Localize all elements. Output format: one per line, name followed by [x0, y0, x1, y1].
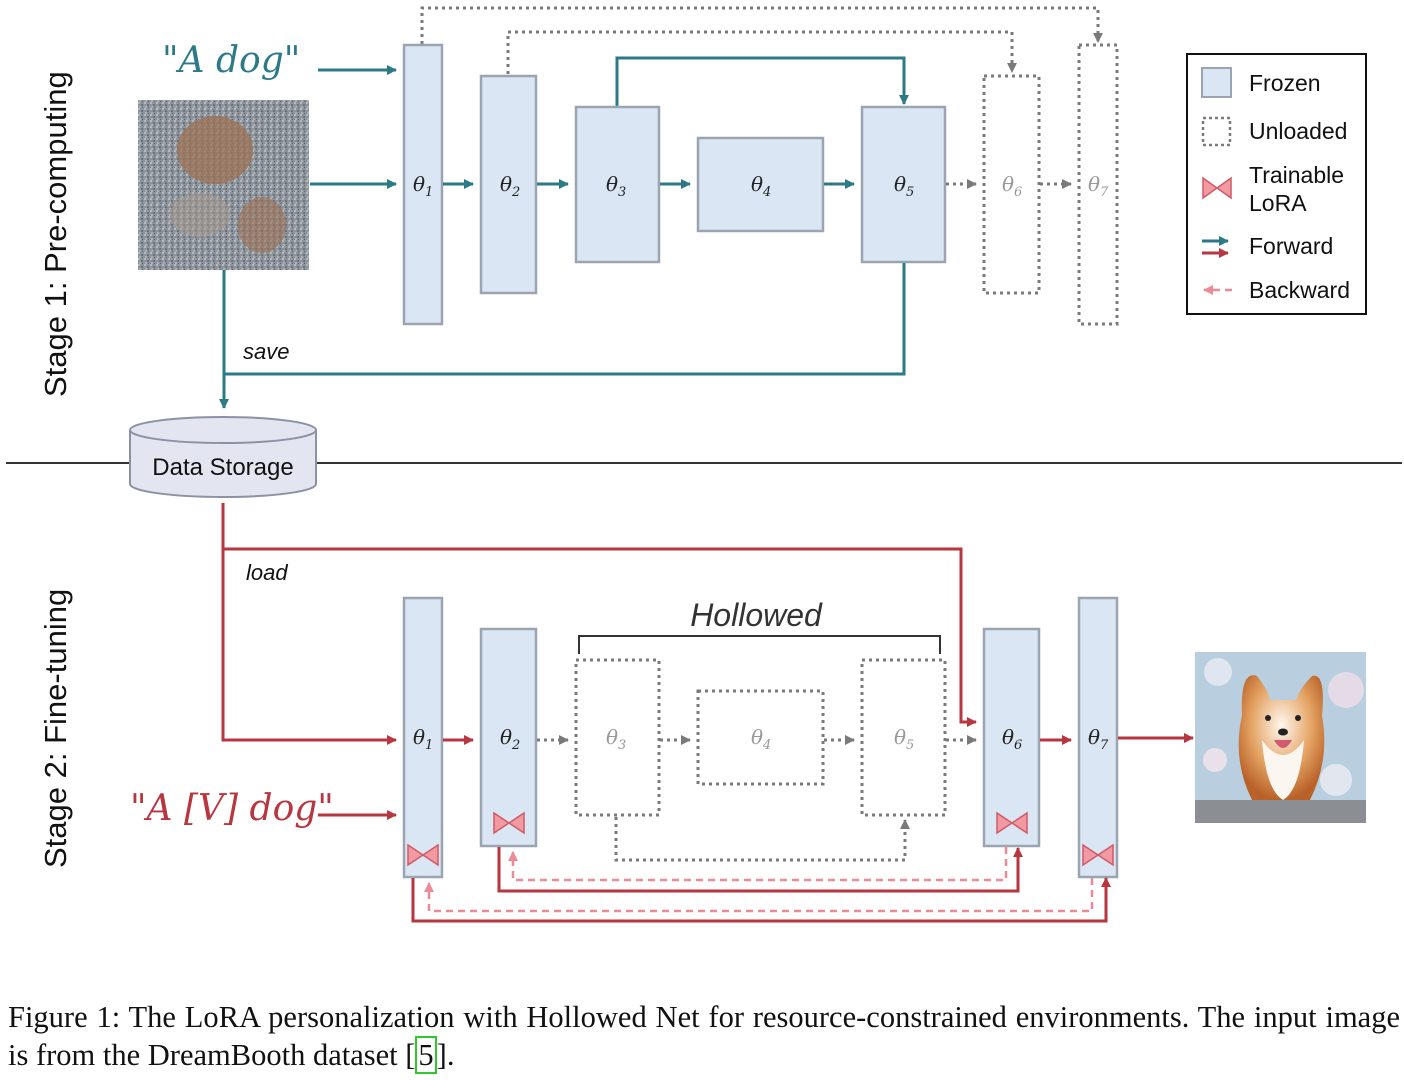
hollowed-label: Hollowed — [690, 597, 823, 633]
legend-forward-icon — [1202, 236, 1229, 258]
load-path — [221, 503, 977, 745]
stage1-prompt: "A dog" — [162, 40, 300, 81]
output-dog-image — [1195, 652, 1366, 823]
s1-block-theta6 — [982, 74, 1041, 295]
save-label: save — [243, 339, 289, 364]
svg-text:θ6: θ6 — [1002, 172, 1022, 200]
s2-block-theta2 — [479, 627, 538, 848]
legend-unloaded-swatch — [1201, 116, 1232, 147]
load-label: load — [246, 560, 288, 585]
lora-icon — [1082, 843, 1114, 867]
hollowed-skip — [614, 817, 910, 862]
s2-block-theta1 — [402, 596, 444, 879]
svg-text:θ3: θ3 — [606, 725, 626, 753]
legend-frozen-label: Frozen — [1249, 70, 1321, 96]
stage1-forward-arrows — [219, 65, 906, 409]
caption-end: ]. — [436, 1038, 455, 1072]
s2-block-theta6 — [982, 627, 1041, 848]
stage1-label: Stage 1: Pre-computing — [38, 71, 73, 397]
legend-backward-label: Backward — [1249, 277, 1350, 303]
hollowed-net-diagram: Stage 1: Pre-computing Stage 2: Fine-tun… — [6, 6, 1402, 923]
stage2-forward-arrows — [411, 733, 1194, 923]
stage1-blocks — [402, 43, 1119, 326]
citation-link[interactable]: 5 — [415, 1036, 437, 1074]
lora-icon — [996, 811, 1028, 835]
s1-block-theta5 — [860, 105, 947, 264]
legend — [1186, 53, 1367, 315]
legend-frozen-swatch — [1201, 67, 1232, 98]
stage2-backward-arrows — [424, 847, 1094, 913]
skip-theta3-theta5 — [615, 56, 909, 106]
svg-text:θ4: θ4 — [751, 725, 771, 753]
legend-forward-label: Forward — [1249, 233, 1333, 259]
stage2-prompt: "A [V] dog" — [130, 788, 334, 829]
noisy-input-image — [138, 100, 309, 270]
s2-block-theta4 — [696, 689, 825, 786]
stage2-label: Stage 2: Fine-tuning — [38, 589, 73, 868]
s2-block-theta7 — [1077, 596, 1119, 879]
stage1-unloaded-skips — [420, 6, 1103, 74]
svg-text:θ5: θ5 — [894, 725, 914, 753]
s1-block-theta1 — [402, 43, 444, 326]
stage2-blocks — [402, 596, 1119, 879]
lora-icon — [493, 811, 525, 835]
lora-icon — [1202, 176, 1232, 200]
data-storage — [129, 416, 317, 498]
legend-trainable-label: Trainable — [1249, 162, 1344, 188]
hollowed-bracket — [578, 635, 941, 654]
data-storage-label: Data Storage — [152, 454, 293, 481]
lora-icon — [407, 843, 439, 867]
s1-block-theta7 — [1077, 43, 1119, 326]
s1-block-theta4 — [696, 136, 825, 233]
svg-text:θ7: θ7 — [1088, 172, 1109, 200]
s1-block-theta2 — [479, 74, 538, 295]
legend-lora-label: LoRA — [1249, 190, 1307, 216]
legend-unloaded-label: Unloaded — [1249, 118, 1347, 144]
caption-text: Figure 1: The LoRA personalization with … — [8, 1000, 1400, 1072]
figure-caption: Figure 1: The LoRA personalization with … — [8, 998, 1400, 1074]
s1-block-theta3 — [574, 105, 661, 264]
